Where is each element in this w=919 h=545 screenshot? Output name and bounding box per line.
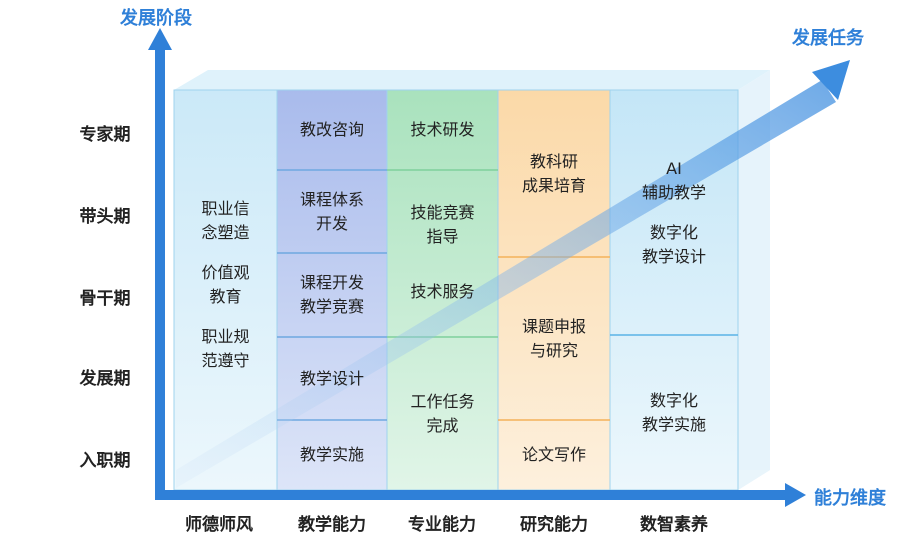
professional-cell-tech-service: 技术服务 [410,282,475,301]
diagonal-arrow-head [812,60,850,100]
stage-label-expert: 专家期 [79,125,131,145]
dimension-label-digital: 数智素养 [640,515,708,535]
teaching-dividers [277,169,387,421]
dimension-label-research: 研究能力 [520,515,588,535]
y-axis-arrow-head [148,28,172,50]
dimension-label-teaching: 教学能力 [298,515,366,535]
teaching-cell-design: 教学设计 [299,368,364,388]
column-research [497,89,611,491]
teaching-cell-curriculum-system: 课程体系开发 [299,189,364,233]
stage-label-backbone: 骨干期 [79,289,131,309]
research-cell-project: 课题申报与研究 [521,316,586,360]
stage-label-entry: 入职期 [79,451,131,471]
digital-item-design: 数字化 教学设计 [641,222,706,266]
research-cell-achievement: 教科研成果培育 [521,151,586,195]
teaching-cell-implementation: 教学实施 [299,445,364,464]
shell-top-face [174,70,770,90]
diagonal-band [176,80,836,488]
dimension-label-ethics: 师德师风 [185,515,253,535]
x-axis-title: 能力维度 [814,488,886,509]
ethics-item-belief: 职业信 念塑造 [201,199,250,242]
digital-cell-upper: AI 辅助教学 数字化 教学设计 [610,90,738,335]
digital-item-ai-assisted: AI 辅助教学 [641,158,706,202]
ethics-cell: 职业信 念塑造 价值观 教育 职业规 范遵守 [174,170,277,400]
shell-right-face [738,70,770,490]
x-axis-line [155,490,787,500]
stage-label-leader: 带头期 [79,207,131,227]
professional-cell-skill-competition: 技能竞赛指导 [410,203,475,246]
teaching-cell-course-competition: 课程开发教学竞赛 [299,273,364,316]
y-axis-title: 发展阶段 [120,8,192,29]
stage-label-development: 发展期 [79,369,131,389]
x-axis-arrow-head [785,483,806,507]
y-axis-line [155,48,165,500]
research-cell-paper: 论文写作 [521,445,586,464]
digital-cell-implementation: 数字化教学实施 [641,390,706,434]
ethics-item-values: 价值观 教育 [201,263,250,306]
diagonal-axis-title: 发展任务 [792,28,864,49]
teaching-cell-reform-consulting: 教改咨询 [299,120,364,139]
column-teaching [276,89,388,491]
professional-cell-tech-rd: 技术研发 [410,120,475,139]
ethics-item-norms: 职业规 范遵守 [201,327,250,370]
professional-cell-work-tasks: 工作任务完成 [410,391,475,435]
dimension-label-professional: 专业能力 [408,515,476,535]
